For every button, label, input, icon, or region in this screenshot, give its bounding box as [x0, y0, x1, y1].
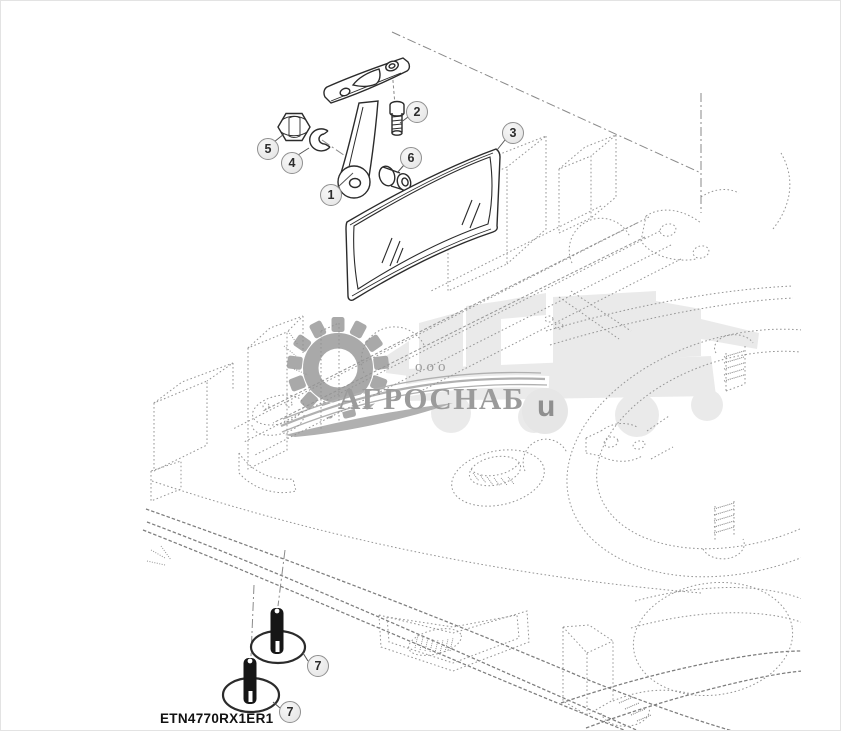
watermark-suffix-letter: u [537, 390, 556, 423]
watermark-org-form: ооо [415, 359, 450, 375]
part-callout-number: 7 [286, 705, 294, 719]
part-callout-number: 6 [407, 151, 415, 165]
part-callout-number: 1 [327, 188, 335, 202]
part-mirror [345, 148, 501, 301]
part-callout[interactable]: 7 [279, 701, 301, 723]
watermark-tractor-silhouette [386, 291, 759, 437]
part-mirror-bracket [323, 57, 411, 199]
gear-icon [278, 317, 550, 437]
part-bushing [378, 165, 412, 192]
drawing-code-label: ETN4770RX1ER1 [160, 711, 274, 726]
part-plug-lower [221, 658, 281, 714]
part-callout-number: 4 [288, 156, 296, 170]
part-plug-upper [249, 608, 307, 665]
part-lock-washer [309, 128, 331, 152]
part-callout[interactable]: 7 [307, 655, 329, 677]
part-callout[interactable]: 1 [320, 184, 342, 206]
part-hex-nut [277, 112, 311, 142]
part-callout[interactable]: 3 [502, 122, 524, 144]
part-callout[interactable]: 4 [281, 152, 303, 174]
part-callout[interactable]: 2 [406, 101, 428, 123]
part-callout-number: 5 [264, 142, 272, 156]
watermark-company-name: АГРОСНАБ [338, 381, 525, 416]
part-callout-number: 3 [509, 126, 517, 140]
part-callout-number: 7 [314, 659, 322, 673]
part-bolt [389, 100, 405, 136]
part-callout[interactable]: 5 [257, 138, 279, 160]
background-structure [142, 134, 801, 730]
part-callout[interactable]: 6 [400, 147, 422, 169]
part-callout-number: 2 [413, 105, 421, 119]
